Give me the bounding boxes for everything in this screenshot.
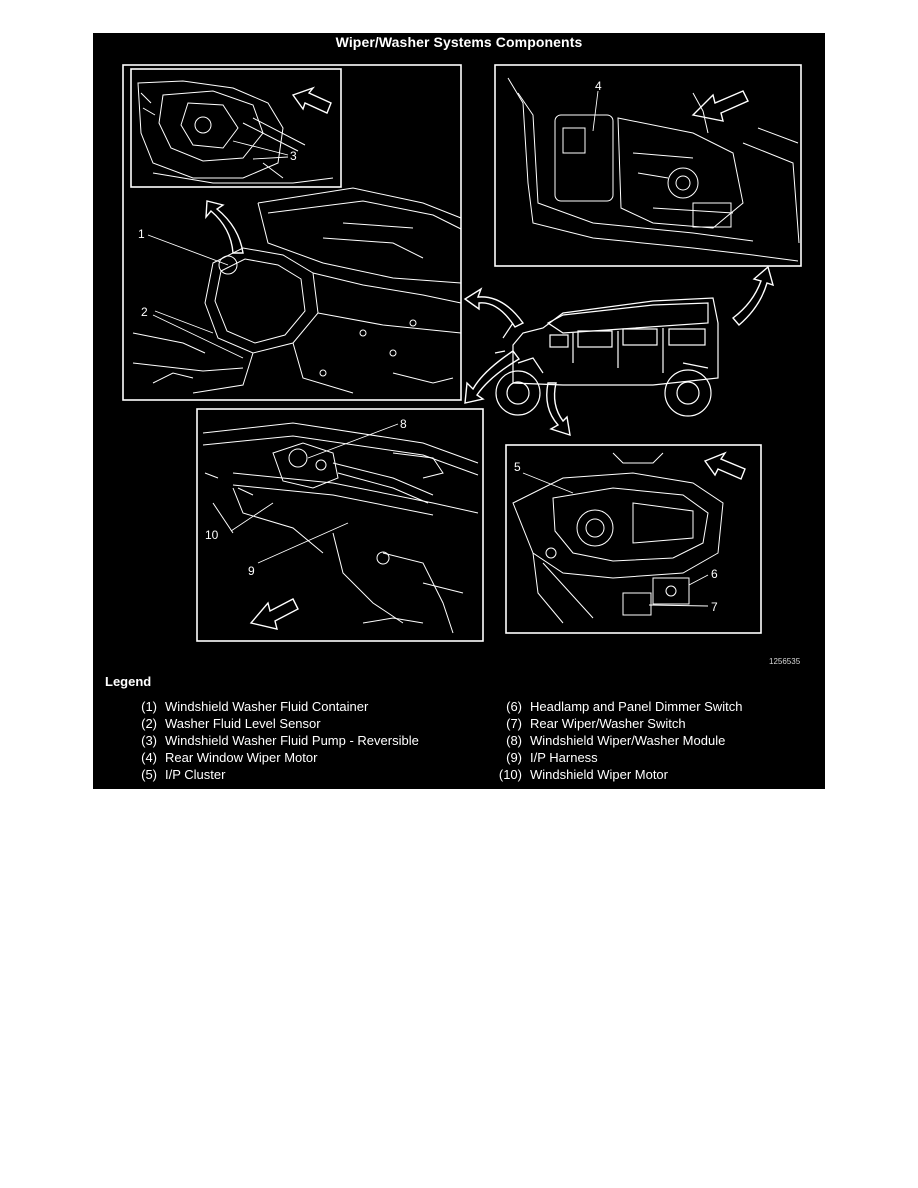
rear-door-drawing (507, 77, 800, 262)
callout-5: 5 (514, 460, 521, 474)
ip-cluster-drawing (512, 452, 724, 624)
legend-item: (5) I/P Cluster (141, 766, 226, 783)
legend-item: (7) Rear Wiper/Washer Switch (506, 715, 686, 732)
direction-arrow-ip-cluster (703, 451, 746, 480)
direction-arrow-to-container (463, 287, 525, 328)
callout-10: 10 (205, 528, 219, 542)
callout-2: 2 (141, 305, 148, 319)
legend-item-number: (3) (141, 733, 157, 748)
leader-2b (154, 310, 214, 334)
panel-rear-wiper-motor (494, 64, 802, 267)
legend-item-label: Headlamp and Panel Dimmer Switch (530, 699, 743, 714)
legend-item-number: (8) (506, 733, 522, 748)
legend-heading: Legend (105, 674, 152, 689)
legend-item-number: (9) (506, 750, 522, 765)
leader-6 (688, 574, 709, 586)
inset-washer-pump (130, 68, 342, 188)
direction-arrow-to-cluster (546, 382, 571, 437)
leader-4 (592, 90, 599, 132)
callout-4: 4 (595, 79, 602, 93)
callout-3: 3 (290, 149, 297, 163)
legend-item-number: (5) (141, 767, 157, 782)
legend-item: (8) Windshield Wiper/Washer Module (506, 732, 726, 749)
legend-item-label: I/P Cluster (165, 767, 226, 782)
direction-arrow-pump-inset (291, 86, 332, 114)
direction-arrow-to-rear (731, 265, 775, 326)
legend-item: (6) Headlamp and Panel Dimmer Switch (506, 698, 743, 715)
direction-arrow-to-wiper-motor (464, 350, 521, 404)
washer-container-drawing (132, 187, 462, 394)
vehicle-drawing (494, 297, 719, 417)
legend-item: (3) Windshield Washer Fluid Pump - Rever… (141, 732, 419, 749)
panel-ip-cluster (505, 444, 762, 634)
leader-9 (257, 522, 349, 564)
legend-item-number: (7) (506, 716, 522, 731)
legend-item: (9) I/P Harness (506, 749, 598, 766)
legend-item: (4) Rear Window Wiper Motor (141, 749, 318, 766)
direction-arrow-wiper-motor (249, 598, 299, 630)
legend-item-label: Rear Window Wiper Motor (165, 750, 318, 765)
leader-7 (648, 604, 709, 607)
legend-item-number: (2) (141, 716, 157, 731)
legend-item: (10) Windshield Wiper Motor (499, 766, 668, 783)
legend-item-label: Windshield Wiper Motor (530, 767, 668, 782)
legend-item-label: Rear Wiper/Washer Switch (530, 716, 686, 731)
leader-8 (307, 423, 399, 459)
direction-arrow-rear-motor (691, 90, 749, 122)
leader-3b (252, 156, 289, 160)
legend-item: (2) Washer Fluid Level Sensor (141, 715, 321, 732)
legend-item-label: Washer Fluid Level Sensor (165, 716, 321, 731)
leader-10 (230, 502, 274, 532)
leader-5 (522, 472, 574, 494)
diagram-title: Wiper/Washer Systems Components (335, 34, 583, 50)
legend-item-label: Windshield Washer Fluid Container (165, 699, 369, 714)
panel-windshield-wiper-motor (196, 408, 484, 642)
legend-item-label: Windshield Washer Fluid Pump - Reversibl… (165, 733, 419, 748)
legend-item-label: I/P Harness (530, 750, 598, 765)
legend-item: (1) Windshield Washer Fluid Container (141, 698, 369, 715)
callout-7: 7 (711, 600, 718, 614)
callout-6: 6 (711, 567, 718, 581)
wiper-module-drawing (202, 422, 479, 634)
leader-3a (232, 140, 289, 156)
legend-item-number: (6) (506, 699, 522, 714)
leader-1 (147, 234, 229, 266)
panel-washer-container (122, 64, 462, 401)
callout-9: 9 (248, 564, 255, 578)
legend-item-number: (4) (141, 750, 157, 765)
figure-id: 1256535 (769, 657, 801, 666)
washer-pump-drawing (137, 80, 334, 184)
diagram-artwork: 1 2 3 4 5 6 7 8 9 10 (122, 64, 802, 642)
callout-8: 8 (400, 417, 407, 431)
legend-item-number: (1) (141, 699, 157, 714)
callout-1: 1 (138, 227, 145, 241)
legend-item-number: (10) (498, 767, 522, 782)
diagram-figure: Wiper/Washer Systems Components (93, 33, 825, 789)
legend-item-label: Windshield Wiper/Washer Module (530, 733, 726, 748)
direction-arrow-container (205, 200, 244, 254)
leader-2a (152, 314, 244, 359)
